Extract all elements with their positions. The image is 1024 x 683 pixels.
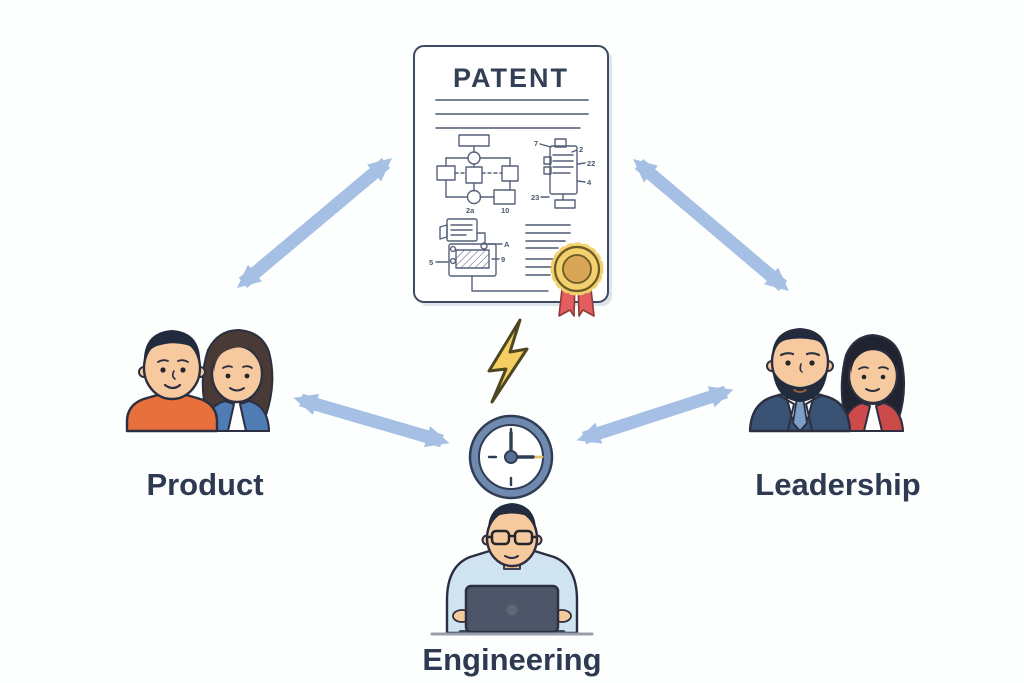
- leadership-team-illustration: [748, 328, 905, 433]
- patent-flowchart-figure: [436, 134, 519, 205]
- arrow-product-clock: [293, 393, 450, 448]
- patent-machine-figure: [435, 218, 549, 292]
- leadership-woman: [840, 334, 905, 432]
- ref-9: 9: [501, 255, 505, 264]
- ref-10: 10: [501, 206, 509, 215]
- leadership-man: [748, 328, 852, 433]
- ref-A: A: [504, 240, 510, 249]
- product-label: Product: [146, 467, 263, 502]
- ref-23: 23: [531, 193, 539, 202]
- ref-2a: 2a: [466, 206, 475, 215]
- ref-22: 22: [587, 159, 595, 168]
- engineering-label: Engineering: [422, 642, 601, 677]
- patent-text-lines: [525, 224, 571, 276]
- ref-7: 7: [534, 139, 538, 148]
- product-man: [125, 330, 219, 433]
- laptop-icon: [456, 584, 568, 634]
- arrow-leadership-patent: [633, 158, 789, 292]
- patent-device-figure: [539, 138, 586, 209]
- lightning-bolt-icon: [487, 318, 529, 404]
- arrow-leadership-clock: [576, 385, 734, 445]
- product-woman: [201, 329, 274, 432]
- patent-title: PATENT: [453, 63, 569, 93]
- leadership-label: Leadership: [755, 467, 920, 502]
- engineering-illustration: [430, 503, 594, 636]
- product-team-illustration: [125, 329, 274, 433]
- ref-2: 2: [579, 145, 583, 154]
- arrow-product-patent: [237, 157, 392, 289]
- patent-document: PATENT 2a 10: [413, 45, 612, 317]
- award-seal-icon: [550, 242, 604, 317]
- ref-5: 5: [429, 258, 433, 267]
- document-page: [413, 45, 609, 303]
- ref-4: 4: [587, 178, 592, 187]
- glasses-icon: [488, 529, 536, 546]
- clock-icon: [468, 414, 554, 500]
